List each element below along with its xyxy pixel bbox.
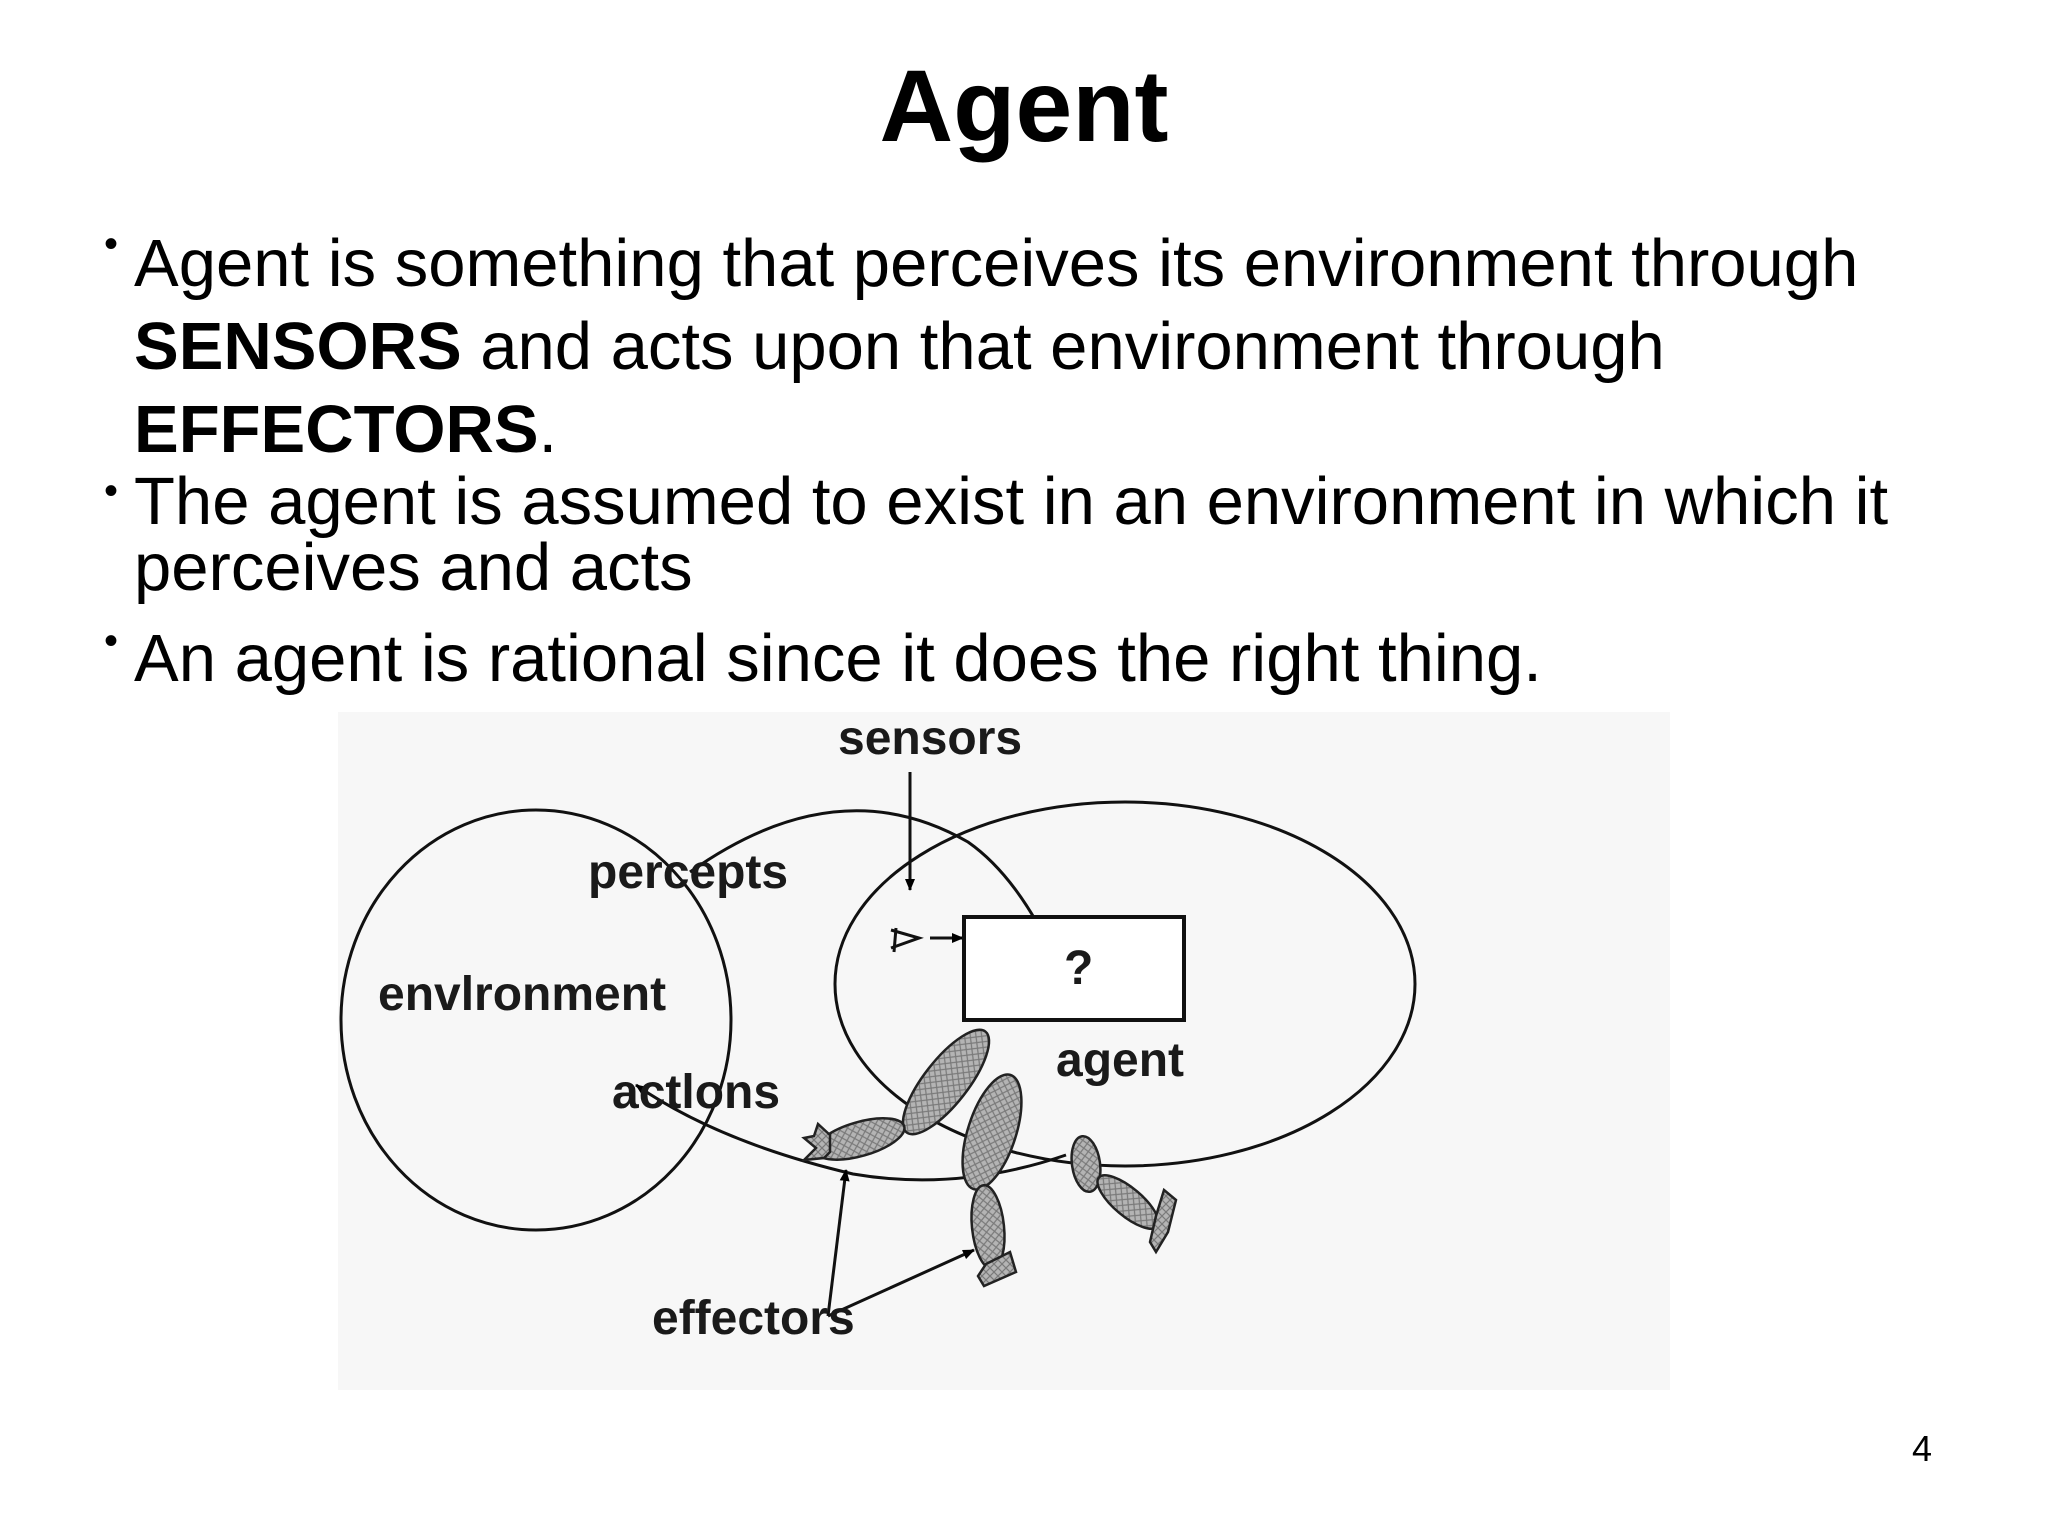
percepts-arrow bbox=[689, 809, 1058, 961]
bullet-item-agent-definition: • Agent is something that perceives its … bbox=[104, 222, 1984, 471]
agent-ellipse bbox=[833, 800, 1417, 1168]
diagram-canvas: sensors percepts envlronment actlons age… bbox=[339, 712, 1417, 1345]
agent-environment-diagram: sensors percepts envlronment actlons age… bbox=[338, 712, 1670, 1390]
bullet-dot-icon: • bbox=[104, 222, 119, 266]
bullet-item-agent-rational: • An agent is rational since it does the… bbox=[104, 619, 1984, 699]
agent-upper-arm bbox=[901, 1028, 991, 1136]
agent-label: agent bbox=[1056, 1034, 1184, 1087]
sensors-term: SENSORS bbox=[134, 309, 462, 384]
effectors-term: EFFECTORS bbox=[134, 392, 539, 467]
bullet-list: • Agent is something that perceives its … bbox=[104, 222, 1984, 699]
bullet-text: Agent is something that perceives its en… bbox=[134, 226, 1859, 301]
bullet-dot-icon: • bbox=[104, 469, 119, 513]
bullet-text: The agent is assumed to exist in an envi… bbox=[134, 464, 1889, 539]
percepts-label: percepts bbox=[588, 846, 788, 899]
agent-back-thigh bbox=[1070, 1134, 1102, 1194]
actions-label: actlons bbox=[612, 1066, 780, 1119]
bullet-text: and acts upon that environment through bbox=[461, 309, 1665, 384]
bullet-item-agent-environment: • The agent is assumed to exist in an en… bbox=[104, 468, 1984, 601]
mind-box-label: ? bbox=[1064, 942, 1093, 995]
agent-hand-icon bbox=[800, 1121, 832, 1162]
bullet-text: An agent is rational since it does the r… bbox=[134, 621, 1542, 696]
sensors-label: sensors bbox=[838, 712, 1022, 765]
slide-title: Agent bbox=[879, 49, 1169, 163]
agent-back-foot-icon bbox=[1148, 1187, 1178, 1255]
agent-thigh bbox=[961, 1073, 1023, 1191]
environment-circle bbox=[339, 808, 733, 1232]
agent-foot-icon bbox=[976, 1250, 1018, 1288]
agent-mind-box bbox=[962, 915, 1186, 1022]
sensor-eye-icon bbox=[890, 927, 924, 953]
effectors-label: effectors bbox=[652, 1292, 855, 1345]
effectors-to-foot-arrow bbox=[827, 1248, 975, 1318]
environment-label: envlronment bbox=[378, 968, 666, 1021]
page-number: 4 bbox=[1912, 1428, 1933, 1469]
bullet-dot-icon: • bbox=[104, 619, 119, 663]
bullet-period: . bbox=[538, 392, 558, 467]
bullet-text: perceives and acts bbox=[134, 530, 693, 605]
effectors-to-hand-arrow bbox=[826, 1169, 850, 1317]
